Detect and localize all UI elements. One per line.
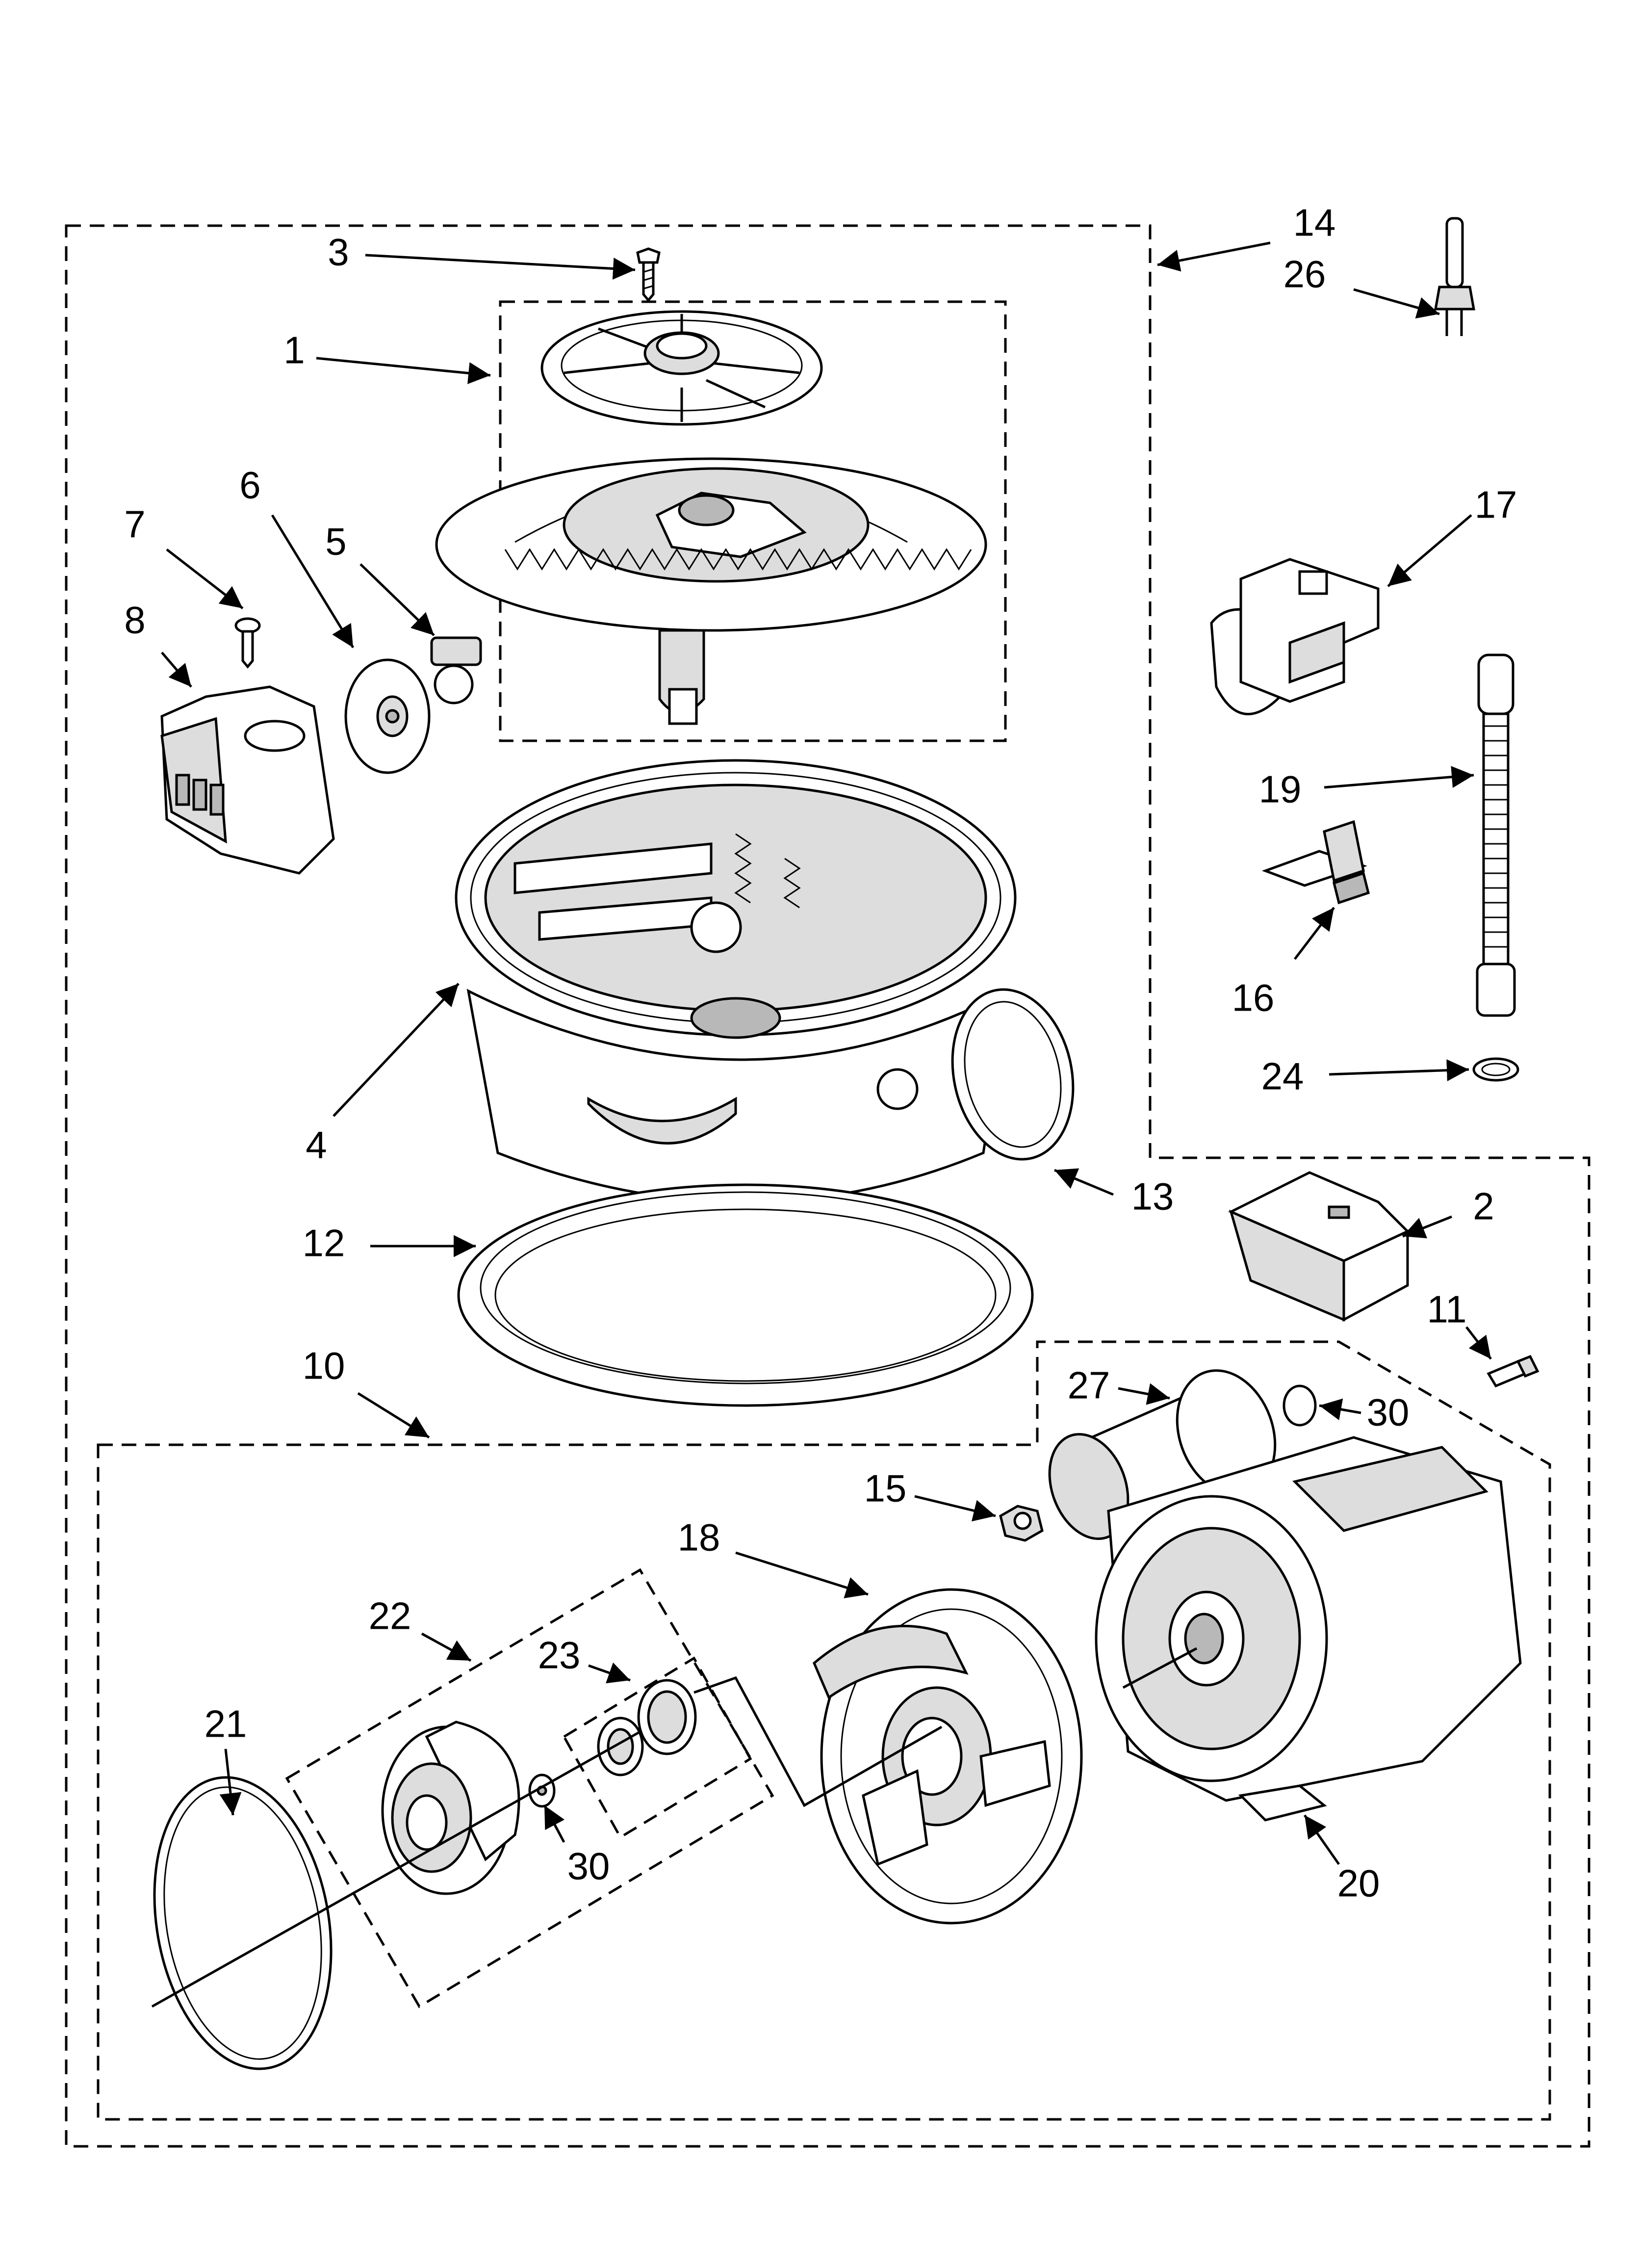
- label-22: 22: [369, 1594, 411, 1638]
- label-16: 15: [864, 1467, 907, 1510]
- part-16-nut: [999, 1505, 1044, 1542]
- leader-21: [219, 1748, 242, 1816]
- part-25-sensor: [1434, 217, 1475, 336]
- leader-30: [543, 1804, 565, 1843]
- part-labels: 3 1 14 26 17 6 7 5 8 19 16 24 4 13 2 12 …: [124, 201, 1517, 1905]
- outline-group-23: [562, 1656, 752, 1839]
- label-20: 20: [1337, 1862, 1380, 1905]
- part-23-seals: [597, 1679, 697, 1776]
- label-7: 7: [124, 503, 145, 546]
- label-4: 4: [306, 1123, 327, 1167]
- part-5-light: [430, 636, 482, 704]
- label-12: 13: [1131, 1175, 1174, 1218]
- label-14: 14: [1293, 201, 1336, 244]
- leader-18: [735, 1551, 869, 1598]
- outline-assembly-14: [65, 224, 1591, 2148]
- leader-7: [166, 548, 244, 609]
- part-12-gasket: [951, 988, 1075, 1161]
- label-30: 30: [567, 1845, 610, 1888]
- label-27: 30: [1367, 1391, 1410, 1434]
- leader-1: [316, 357, 491, 384]
- label-5: 5: [325, 520, 346, 563]
- part-4-sump: [455, 759, 1017, 1203]
- leader-16: [914, 1495, 996, 1522]
- label-2: 2: [1473, 1185, 1494, 1228]
- label-15: 16: [1232, 976, 1275, 1019]
- leader-5: [359, 563, 435, 636]
- part-7-screw: [234, 617, 261, 669]
- part-24-clamp: [1472, 1057, 1519, 1082]
- part-27-washer: [1283, 1384, 1317, 1427]
- part-11-screw: [1487, 1355, 1539, 1388]
- leader-25: [1353, 288, 1440, 319]
- leader-20: [1303, 1814, 1340, 1865]
- leader-8: [161, 652, 192, 688]
- label-18: 18: [678, 1516, 720, 1559]
- leader-4: [333, 983, 460, 1117]
- leader-24: [1329, 1059, 1469, 1082]
- leader-11: [1465, 1326, 1492, 1360]
- label-25: 26: [1283, 253, 1326, 296]
- part-20-motor: [1095, 1436, 1522, 1822]
- label-13: 12: [303, 1222, 345, 1265]
- part-3-screw: [636, 247, 661, 302]
- leader-lines: [161, 241, 1492, 1865]
- label-23: 23: [538, 1634, 581, 1677]
- group-outlines: [65, 224, 1591, 2148]
- part-18-pump-housing: [812, 1588, 1083, 1925]
- leader-2: [1402, 1215, 1452, 1239]
- part-6-diverter-disc: [344, 658, 431, 774]
- leader-17: [1387, 514, 1472, 587]
- part-15-clip: [1261, 820, 1370, 905]
- leader-3: [365, 254, 636, 280]
- label-10: 10: [303, 1344, 345, 1387]
- leader-27: [1319, 1398, 1361, 1420]
- part-17-switch: [1210, 558, 1380, 716]
- label-26: 27: [1068, 1364, 1110, 1407]
- label-21: 21: [205, 1702, 247, 1746]
- part-13-seal-ring: [457, 1183, 1034, 1407]
- label-24: 24: [1261, 1055, 1304, 1098]
- label-3: 3: [328, 231, 349, 274]
- leader-14: [1157, 241, 1271, 272]
- leader-26: [1118, 1383, 1170, 1405]
- label-1: 1: [283, 329, 305, 372]
- part-22-impeller: [381, 1721, 520, 1895]
- outline-group-10: [97, 1340, 1551, 2121]
- part-2-cover: [1228, 1171, 1410, 1322]
- part-26-capacitor: [1048, 1369, 1278, 1540]
- part-21-o-ring: [153, 1776, 333, 2070]
- leader-6: [271, 514, 355, 649]
- outline-group-22: [285, 1568, 774, 2008]
- leader-19: [1324, 766, 1474, 789]
- leader-22: [421, 1632, 472, 1662]
- leader-15: [1294, 907, 1335, 960]
- leader-12: [1054, 1168, 1114, 1196]
- leader-10: [357, 1392, 430, 1439]
- label-19: 19: [1259, 768, 1302, 811]
- label-8: 8: [124, 599, 145, 642]
- part-19-hose: [1476, 653, 1516, 1017]
- label-6: 6: [239, 464, 260, 507]
- part-1-filter-assembly: [435, 310, 987, 725]
- leader-23: [588, 1662, 631, 1684]
- label-11: 11: [1427, 1288, 1467, 1331]
- connector-lines: [151, 1676, 943, 2008]
- label-17: 17: [1475, 483, 1517, 526]
- part-8-diverter-motor: [160, 685, 335, 875]
